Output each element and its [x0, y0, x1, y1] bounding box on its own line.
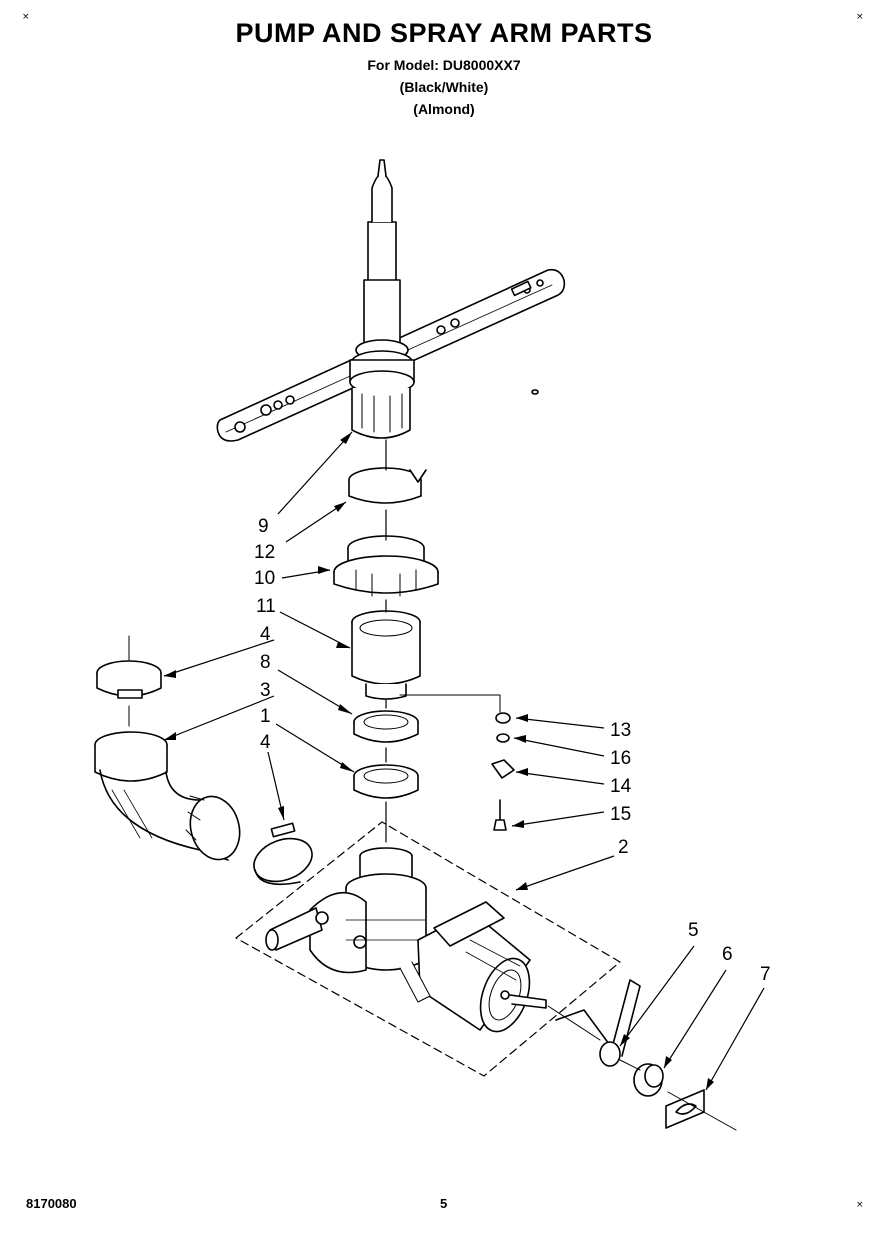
document-number: 8170080: [26, 1196, 77, 1211]
hardware-stack: [399, 694, 515, 831]
pump-assembly-outline: [235, 821, 621, 1077]
callout-1: 1: [260, 706, 271, 727]
callout-3: 3: [260, 680, 271, 701]
callout-5: 5: [688, 920, 699, 941]
bearing-tube: [351, 610, 421, 700]
callout-13: 13: [610, 720, 631, 741]
seal-ring: [353, 710, 419, 743]
callout-14: 14: [610, 776, 632, 797]
callout-12: 12: [254, 542, 275, 563]
callout-7: 7: [760, 964, 771, 985]
callout-4-upper: 4: [260, 624, 271, 645]
callout-6: 6: [722, 944, 733, 965]
clip-ring: [348, 467, 427, 504]
pump-body: [265, 847, 427, 974]
upper-cap: [333, 535, 439, 597]
grommet: [633, 1063, 664, 1097]
corner-mark-top-left: ×: [22, 12, 30, 22]
variant-black-white: (Black/White): [399, 79, 489, 95]
spray-arm: [216, 159, 566, 442]
gasket: [665, 1089, 705, 1129]
hose-clamp-lower: [253, 822, 313, 886]
callout-9: 9: [258, 516, 269, 537]
callout-11: 11: [256, 596, 276, 617]
page-number: 5: [440, 1196, 448, 1211]
elbow-hose: [94, 731, 241, 861]
callout-16: 16: [610, 748, 631, 769]
callout-labels: 9 12 10 11 4 8 3 1 4 13 16 14 15 2 5 6 7: [254, 516, 771, 985]
wire-bracket: [555, 979, 641, 1067]
leader-lines: [163, 431, 765, 1091]
model-line: For Model: DU8000XX7: [367, 57, 521, 73]
page-title: PUMP AND SPRAY ARM PARTS: [235, 18, 653, 48]
leader-arrowheads: [164, 432, 714, 1090]
corner-mark-bottom-right: ×: [856, 1200, 864, 1210]
callout-4-lower: 4: [260, 732, 271, 753]
hose-clamp-upper: [96, 635, 162, 727]
callout-10: 10: [254, 568, 275, 589]
variant-almond: (Almond): [413, 101, 475, 117]
callout-15: 15: [610, 804, 631, 825]
callout-2: 2: [618, 837, 629, 858]
lower-seal: [353, 764, 419, 799]
callout-8: 8: [260, 652, 271, 673]
corner-mark-top-right: ×: [856, 12, 864, 22]
motor: [399, 901, 547, 1033]
